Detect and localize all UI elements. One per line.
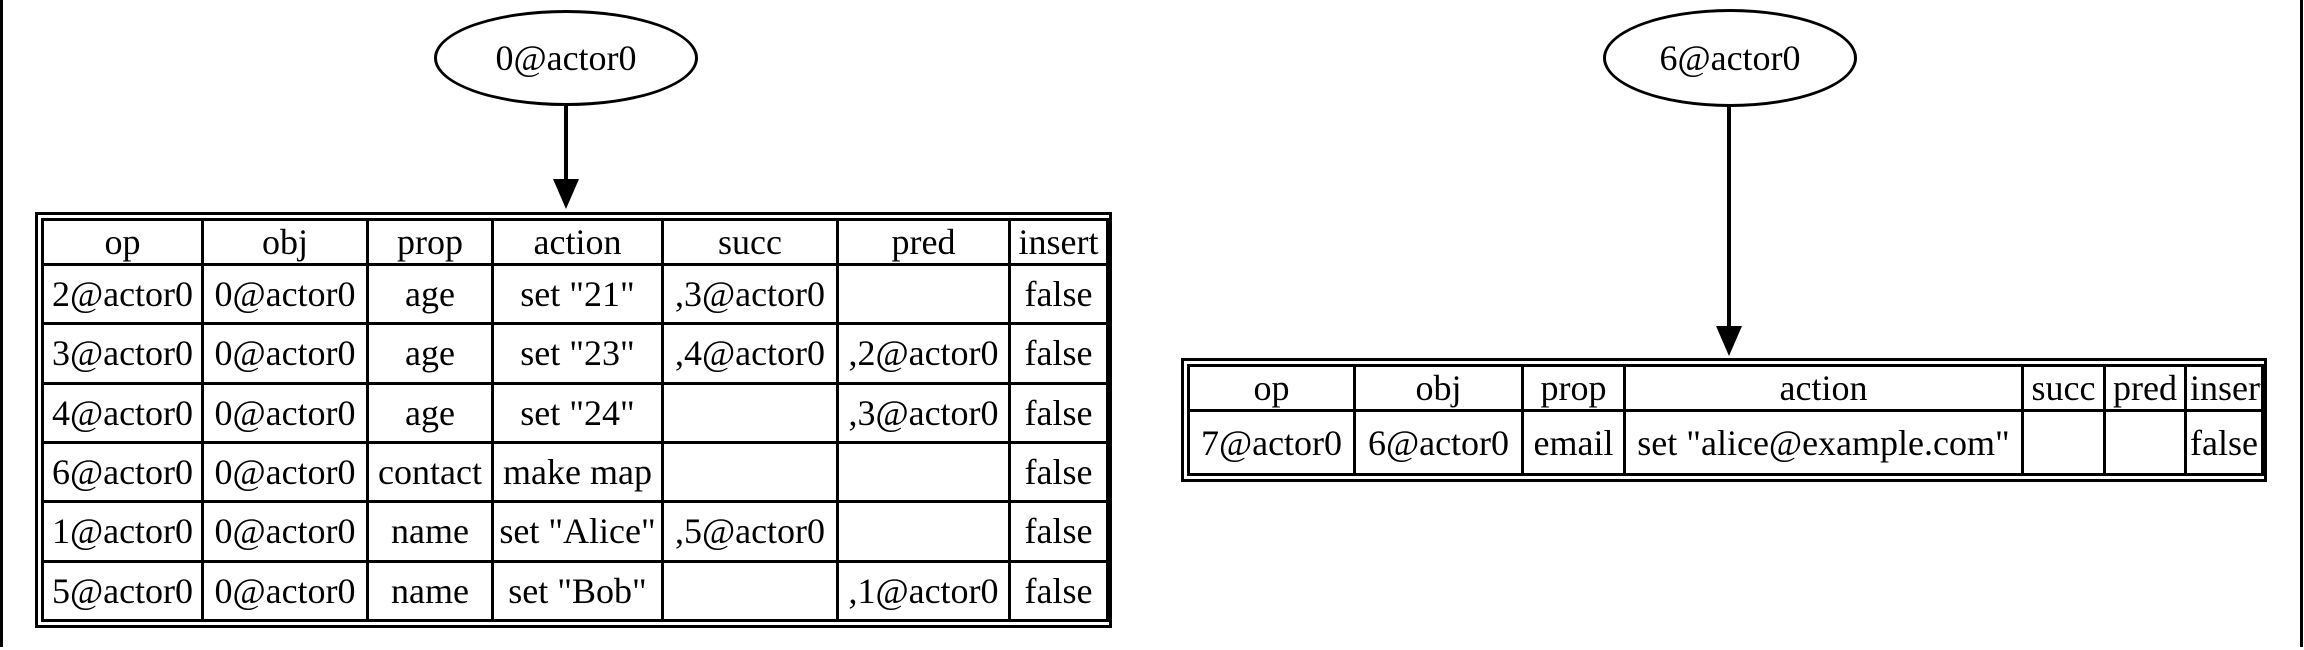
table-header-cell: insert — [2184, 364, 2264, 412]
arrowhead-icon — [1716, 326, 1742, 356]
table-cell: ,5@actor0 — [661, 500, 839, 563]
table-cell — [2021, 409, 2106, 476]
table-cell: ,1@actor0 — [836, 559, 1011, 623]
table-cell — [661, 440, 839, 504]
table-cell: name — [366, 559, 494, 623]
table-cell: set "Bob" — [491, 559, 664, 623]
table-cell — [661, 559, 839, 623]
table-cell: ,3@actor0 — [836, 381, 1011, 444]
table-cell: name — [366, 500, 494, 563]
table-cell: 0@actor0 — [201, 262, 369, 326]
table-cell: ,4@actor0 — [661, 322, 839, 385]
table-cell: 0@actor0 — [201, 322, 369, 385]
table-cell: ,3@actor0 — [661, 262, 839, 326]
table-cell: 5@actor0 — [41, 559, 204, 623]
table-cell: make map — [491, 440, 664, 504]
edge-arrow-contact — [1716, 106, 1742, 356]
table-cell: false — [1008, 559, 1109, 623]
table-header-cell: succ — [2021, 364, 2106, 412]
arrowhead-icon — [553, 179, 579, 209]
table-cell: ,2@actor0 — [836, 322, 1011, 385]
table-cell: 0@actor0 — [201, 500, 369, 563]
table-cell: false — [1008, 440, 1109, 504]
table-header-cell: succ — [661, 218, 839, 266]
table-header-cell: op — [41, 218, 204, 266]
table-header-cell: op — [1187, 364, 1356, 412]
table-cell: false — [1008, 262, 1109, 326]
table-cell — [661, 381, 839, 444]
table-cell: set "alice@example.com" — [1623, 409, 2024, 476]
table-cell: false — [1008, 381, 1109, 444]
object-node-contact: 6@actor0 — [1603, 9, 1857, 107]
table-header-cell: insert — [1008, 218, 1109, 266]
table-cell: age — [366, 262, 494, 326]
table-cell: 0@actor0 — [201, 440, 369, 504]
table-header-cell: prop — [1521, 364, 1626, 412]
table-cell — [836, 440, 1011, 504]
table-cell: false — [1008, 500, 1109, 563]
table-cell: 7@actor0 — [1187, 409, 1356, 476]
table-cell: false — [1008, 322, 1109, 385]
table-cell: age — [366, 381, 494, 444]
table-header-cell: obj — [201, 218, 369, 266]
table-cell: set "21" — [491, 262, 664, 326]
table-cell: set "23" — [491, 322, 664, 385]
table-cell: contact — [366, 440, 494, 504]
table-header-cell: action — [1623, 364, 2024, 412]
table-cell: 0@actor0 — [201, 559, 369, 623]
table-header-cell: pred — [836, 218, 1011, 266]
table-header-cell: obj — [1353, 364, 1524, 412]
table-cell — [836, 262, 1011, 326]
table-cell — [2103, 409, 2187, 476]
object-node-contact-label: 6@actor0 — [1659, 38, 1801, 78]
screenshot-right-border — [2300, 0, 2303, 647]
object-node-root-label: 0@actor0 — [495, 38, 637, 78]
table-cell: set "Alice" — [491, 500, 664, 563]
table-cell: 6@actor0 — [41, 440, 204, 504]
table-cell: set "24" — [491, 381, 664, 444]
table-cell: 4@actor0 — [41, 381, 204, 444]
table-cell — [836, 500, 1011, 563]
edge-arrow-root — [553, 105, 579, 209]
table-cell: 2@actor0 — [41, 262, 204, 326]
table-cell: email — [1521, 409, 1626, 476]
screenshot-left-border — [0, 0, 3, 647]
table-header-cell: pred — [2103, 364, 2187, 412]
table-cell: 6@actor0 — [1353, 409, 1524, 476]
table-cell: 3@actor0 — [41, 322, 204, 385]
table-header-cell: action — [491, 218, 664, 266]
object-node-root: 0@actor0 — [434, 10, 698, 106]
table-cell: 0@actor0 — [201, 381, 369, 444]
table-cell: false — [2184, 409, 2264, 476]
table-cell: 1@actor0 — [41, 500, 204, 563]
table-cell: age — [366, 322, 494, 385]
table-header-cell: prop — [366, 218, 494, 266]
